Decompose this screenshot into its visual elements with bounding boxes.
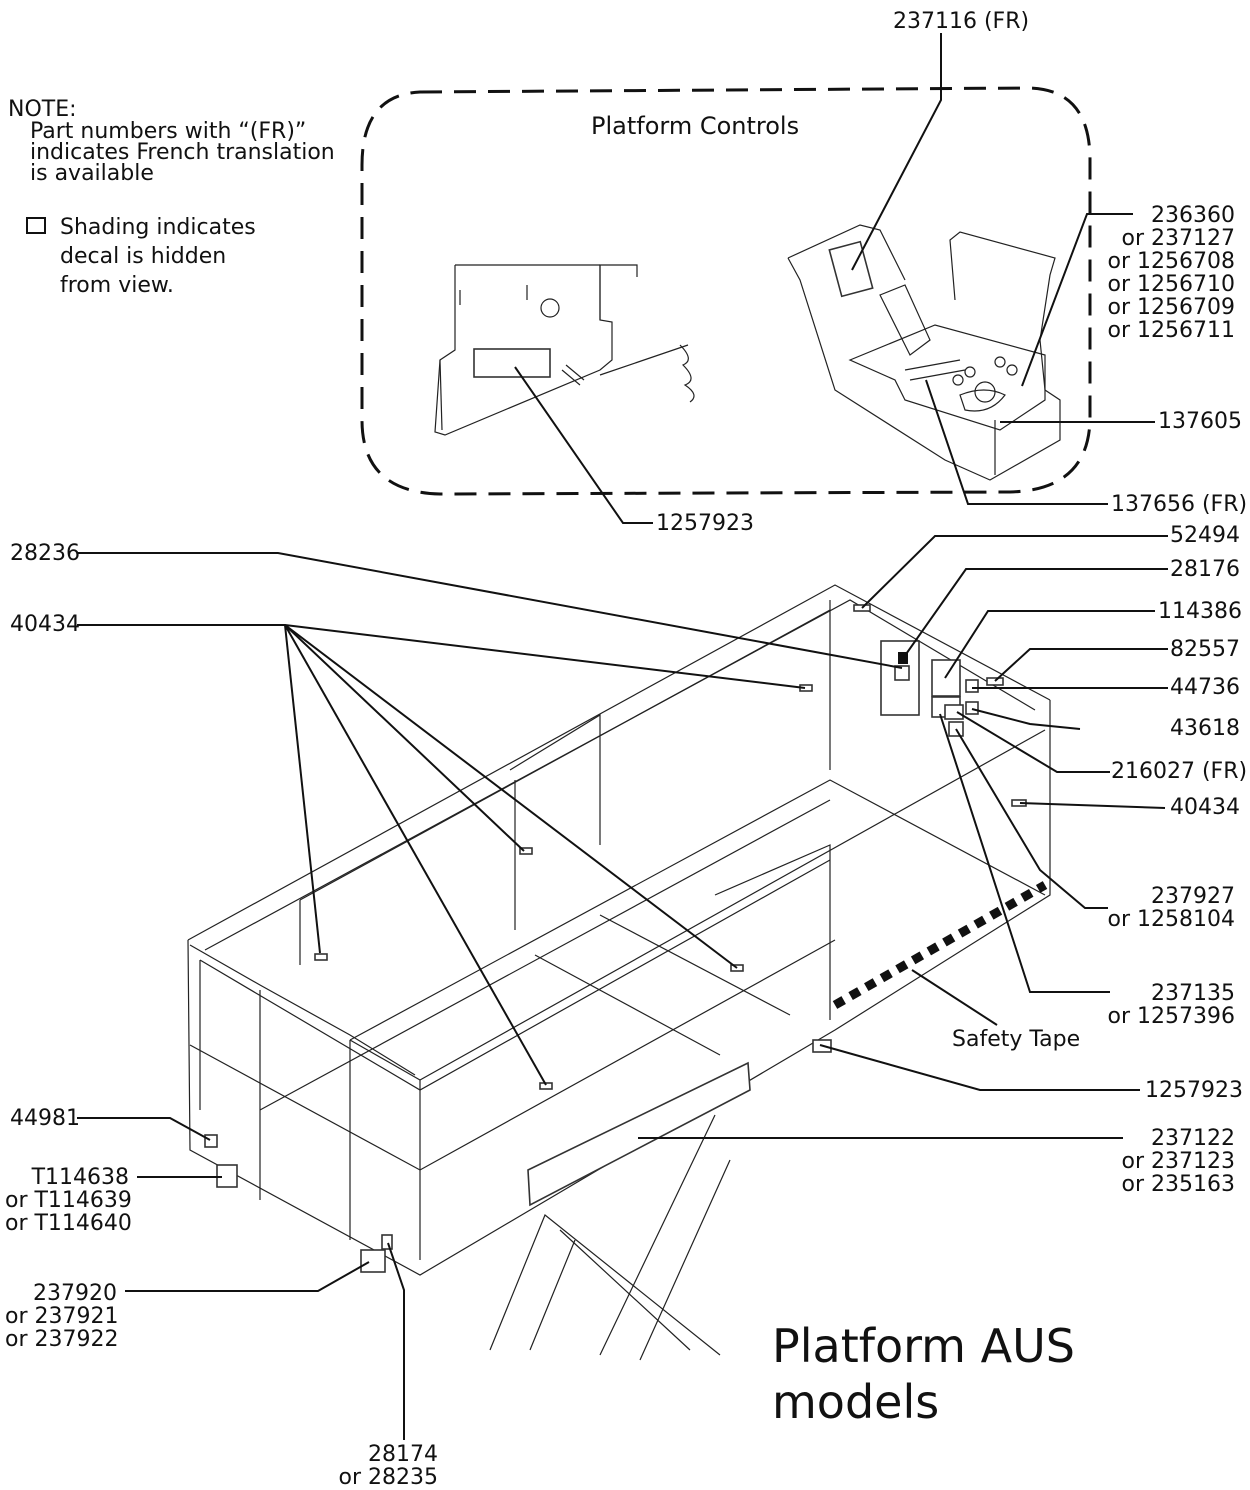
part-label-28174: 28174 or 28235 xyxy=(338,1442,438,1490)
part-label-T114638: T114638 or T114639 or T114640 xyxy=(5,1165,132,1236)
part-label-237920: 237920 or 237921 or 237922 xyxy=(5,1281,119,1352)
shading-line: from view. xyxy=(60,273,174,298)
safety-tape-label: Safety Tape xyxy=(952,1027,1081,1052)
part-label-137605: 137605 xyxy=(1158,409,1242,434)
part-label-1257923-controls: 1257923 xyxy=(656,511,754,536)
part-label-28176: 28176 xyxy=(1170,557,1240,582)
part-label-52494: 52494 xyxy=(1170,523,1240,548)
part-label-1257923-step: 1257923 xyxy=(1145,1078,1243,1103)
shading-line: Shading indicates xyxy=(60,215,256,240)
part-label-40434-left: 40434 xyxy=(10,612,80,637)
note-heading: NOTE: xyxy=(8,97,77,122)
note-body: Part numbers with “(FR)” indicates Frenc… xyxy=(30,119,335,186)
part-label-40434-right: 40434 xyxy=(1170,795,1240,820)
note-line: indicates French translation xyxy=(30,140,335,165)
part-label-216027: 216027 (FR) xyxy=(1111,759,1248,784)
shading-note: Shading indicates decal is hidden from v… xyxy=(60,213,256,300)
part-label-44736: 44736 xyxy=(1170,675,1240,700)
shading-line: decal is hidden xyxy=(60,244,227,269)
part-label-114386: 114386 xyxy=(1158,599,1242,624)
part-label-82557: 82557 xyxy=(1170,637,1240,662)
part-label-137656: 137656 (FR) xyxy=(1111,492,1248,517)
part-label-237116: 237116 (FR) xyxy=(893,9,1030,34)
leader-lines xyxy=(77,33,1168,1440)
part-label-28236: 28236 xyxy=(10,541,80,566)
platform-controls-inset-border xyxy=(360,86,1092,496)
control-box-side-view xyxy=(434,264,695,436)
part-label-237135: 237135 or 1257396 xyxy=(1107,981,1235,1029)
diagram-title: Platform AUS models xyxy=(772,1319,1075,1429)
part-label-237927: 237927 or 1258104 xyxy=(1107,884,1235,932)
part-label-44981: 44981 xyxy=(10,1106,80,1131)
shading-key-icon xyxy=(26,217,46,234)
part-label-236360: 236360 or 237127 or 1256708 or 1256710 o… xyxy=(1107,203,1235,343)
control-box-iso-view xyxy=(787,224,1061,481)
note-line: Part numbers with “(FR)” xyxy=(30,119,307,144)
part-label-43618: 43618 xyxy=(1170,716,1240,741)
part-label-237122: 237122 or 237123 or 235163 xyxy=(1121,1126,1235,1197)
safety-tape-stripe xyxy=(832,881,1048,1009)
platform-assembly xyxy=(187,584,1051,1361)
note-line: is available xyxy=(30,161,154,186)
inset-title: Platform Controls xyxy=(591,112,800,140)
